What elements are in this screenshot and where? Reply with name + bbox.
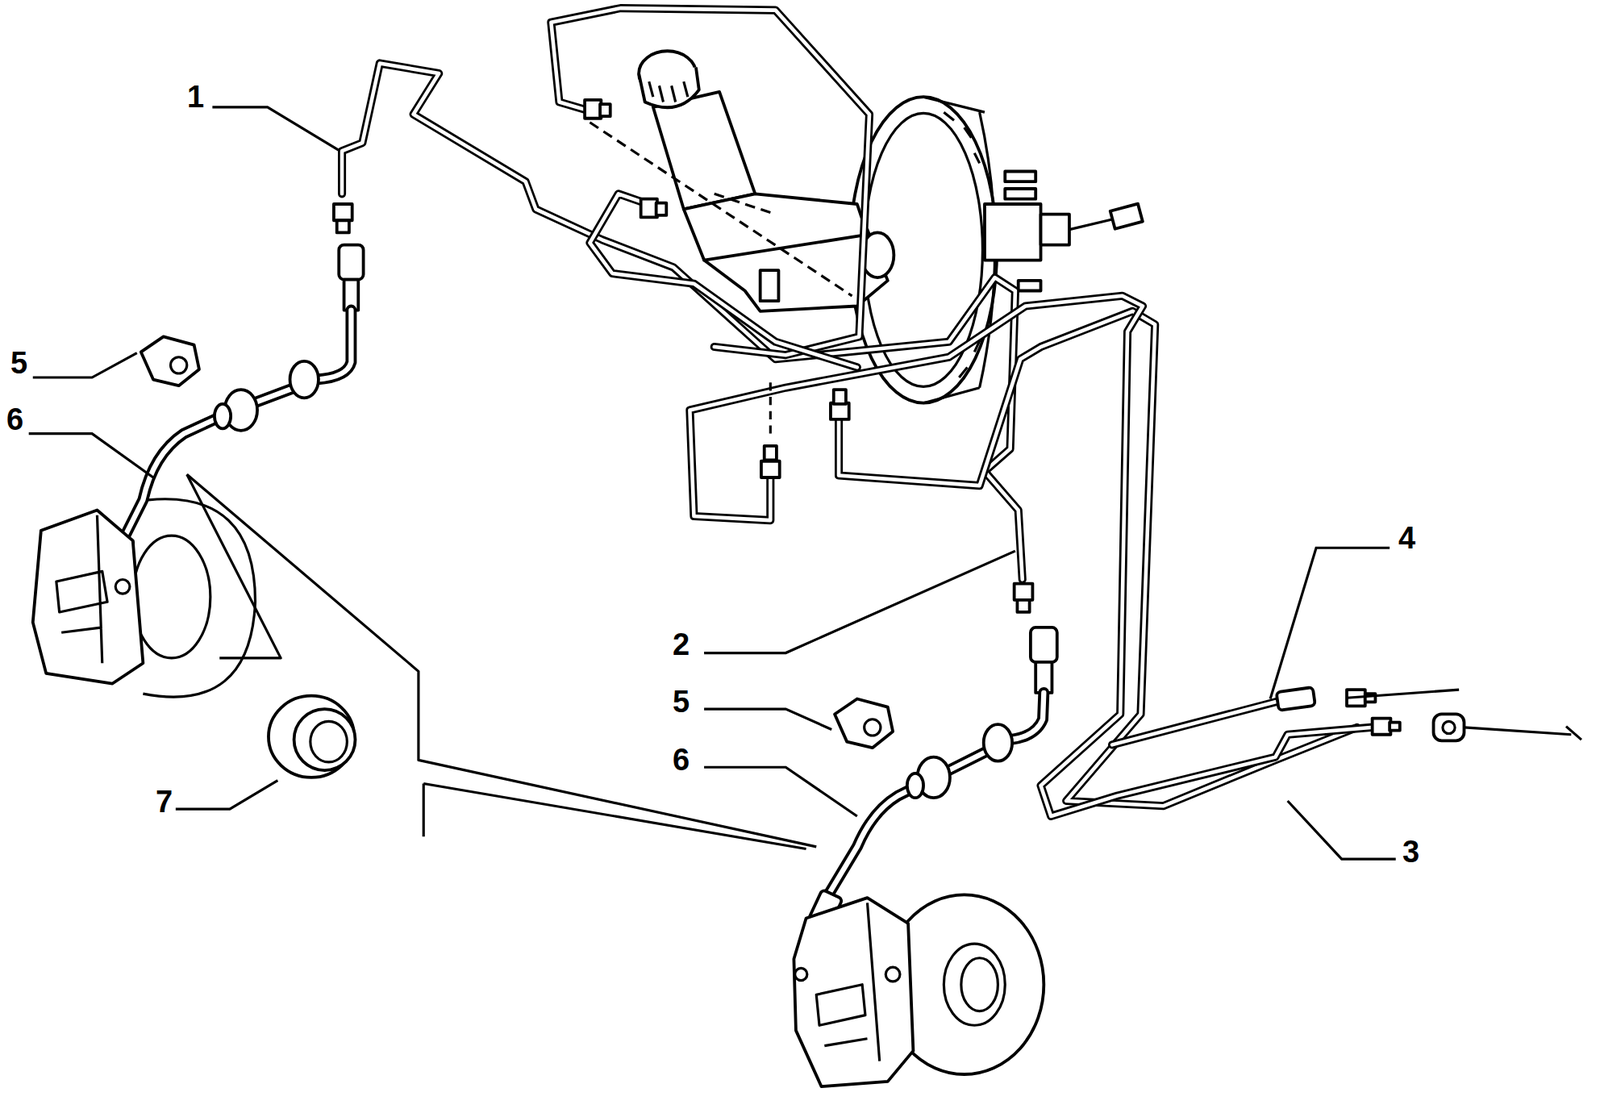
callout-number: 1: [184, 80, 207, 113]
callout-number: 6: [4, 403, 26, 436]
callout-number: 7: [153, 785, 175, 818]
callout-number: 6: [670, 743, 692, 776]
callout-number: 3: [1400, 835, 1422, 868]
callout-number: 4: [1395, 521, 1418, 555]
callout-number: 5: [670, 685, 692, 718]
callout-number: 5: [8, 346, 30, 380]
callout-number: 2: [670, 628, 692, 661]
